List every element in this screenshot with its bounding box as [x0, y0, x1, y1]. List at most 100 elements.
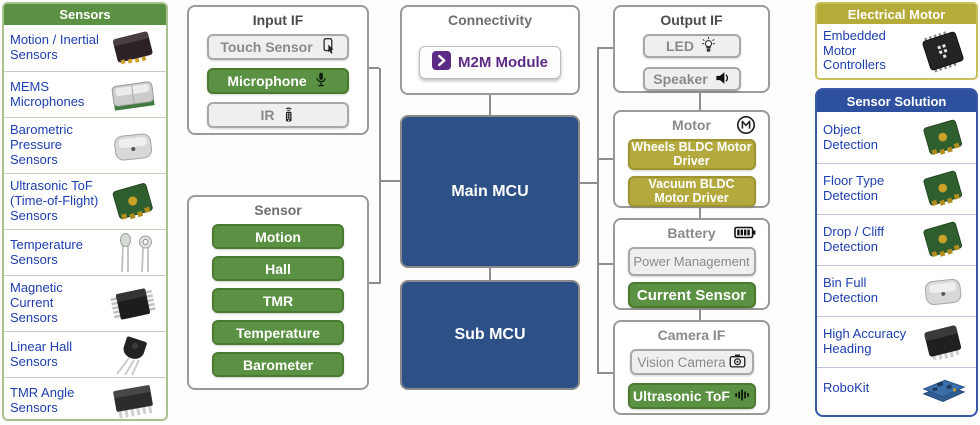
sensor-solution-header: Sensor Solution — [817, 90, 976, 112]
ultrasonic-tof-button[interactable]: Ultrasonic ToF — [627, 383, 756, 409]
black-tdk-chip-image — [914, 321, 972, 363]
current-sensor-button[interactable]: Current Sensor — [627, 282, 756, 308]
sensor-item-label: Linear Hall Sensors — [10, 338, 73, 369]
vacuum-bldc-label: Vacuum BLDC Motor Driver — [648, 176, 735, 205]
electrical-motor-panel: Electrical Motor Embedded Motor Controll… — [815, 2, 978, 80]
list-item[interactable]: Floor Type Detection — [817, 163, 976, 214]
microphone-label: Microphone — [227, 73, 307, 89]
microphone-button[interactable]: Microphone — [207, 68, 349, 94]
speaker-label: Speaker — [653, 71, 708, 87]
sensor-item-label: Temperature Sensors — [10, 236, 83, 267]
connector-line — [599, 263, 613, 265]
connector-line — [379, 68, 381, 284]
speaker-button[interactable]: Speaker — [642, 67, 741, 91]
battery-icon — [734, 226, 756, 244]
sub-mcu-label: Sub MCU — [454, 326, 526, 343]
ir-button[interactable]: IR — [207, 102, 349, 128]
connector-line — [367, 282, 379, 284]
temperature-button[interactable]: Temperature — [212, 320, 344, 345]
electrical-motor-header: Electrical Motor — [817, 4, 976, 24]
main-mcu-block[interactable]: Main MCU — [400, 115, 580, 268]
input-if-box: Input IF Touch Sensor Microphone IR — [187, 5, 369, 135]
battery-box: Battery Power Management Current Sensor — [613, 218, 770, 310]
connector-line — [597, 47, 599, 374]
black-qfn-chip-image — [914, 28, 972, 74]
connector-line — [599, 372, 613, 374]
m2m-module-label: M2M Module — [458, 54, 548, 71]
list-item[interactable]: Magnetic Current Sensors — [4, 275, 166, 331]
temperature-label: Temperature — [236, 324, 320, 341]
silver-mems-chip-image — [104, 74, 162, 116]
sub-mcu-block[interactable]: Sub MCU — [400, 280, 580, 390]
list-item[interactable]: Bin Full Detection — [817, 265, 976, 316]
wheels-bldc-motor-driver-button[interactable]: Wheels BLDC Motor Driver — [627, 139, 756, 170]
sensor-item-label: Barometric Pressure Sensors — [10, 122, 73, 167]
sensor-item-label: TMR Angle Sensors — [10, 384, 75, 415]
led-button[interactable]: LED — [642, 34, 741, 58]
solution-item-label: High Accuracy Heading — [823, 326, 907, 356]
led-label: LED — [666, 38, 694, 54]
sensor-item-label: Ultrasonic ToF (Time-of-Flight) Sensors — [10, 178, 99, 223]
m2m-module-button[interactable]: M2M Module — [419, 46, 561, 79]
power-management-button[interactable]: Power Management — [627, 247, 756, 277]
sensor-solution-panel: Sensor Solution Object Detection Floor T… — [815, 88, 978, 417]
touch-icon — [319, 37, 336, 57]
connector-line — [699, 93, 701, 110]
sensor-item-label: Motion / Inertial Sensors — [10, 32, 99, 62]
ir-label: IR — [260, 107, 275, 123]
connector-line — [699, 310, 701, 320]
hall-label: Hall — [265, 260, 291, 277]
list-item[interactable]: Object Detection — [817, 112, 976, 163]
output-if-title: Output IF — [660, 12, 723, 28]
touch-sensor-button[interactable]: Touch Sensor — [207, 34, 349, 60]
speaker-icon — [714, 70, 730, 89]
electrical-motor-title: Electrical Motor — [847, 6, 946, 22]
list-item[interactable]: Embedded Motor Controllers — [817, 24, 976, 78]
black-soic-chip-image — [104, 283, 162, 325]
to92-package-image — [104, 334, 162, 376]
blue-pcb-board-image — [914, 368, 972, 410]
connector-line — [489, 95, 491, 115]
vision-camera-button[interactable]: Vision Camera — [629, 349, 754, 375]
list-item[interactable]: Motion / Inertial Sensors — [4, 25, 166, 71]
list-item[interactable]: RoboKit — [817, 367, 976, 409]
sensors-panel: Sensors Motion / Inertial Sensors MEMS M… — [2, 2, 168, 421]
list-item[interactable]: TMR Angle Sensors — [4, 377, 166, 423]
vacuum-bldc-motor-driver-button[interactable]: Vacuum BLDC Motor Driver — [627, 176, 756, 207]
tmr-button[interactable]: TMR — [212, 288, 344, 313]
embedded-motor-controllers-label: Embedded Motor Controllers — [823, 27, 886, 73]
remote-icon — [281, 105, 296, 126]
solution-item-label: Bin Full Detection — [823, 275, 878, 305]
list-item[interactable]: Ultrasonic ToF (Time-of-Flight) Sensors — [4, 173, 166, 229]
microphone-icon — [313, 71, 329, 91]
camera-if-title: Camera IF — [657, 327, 726, 343]
list-item[interactable]: Barometric Pressure Sensors — [4, 117, 166, 173]
motion-label: Motion — [255, 228, 301, 245]
connector-line — [489, 268, 491, 280]
sonar-icon — [734, 387, 750, 406]
green-pcb-chip-image — [914, 117, 972, 159]
ultrasonic-tof-label: Ultrasonic ToF — [633, 388, 730, 404]
main-mcu-label: Main MCU — [451, 182, 529, 200]
vision-camera-label: Vision Camera — [637, 354, 726, 370]
barometer-button[interactable]: Barometer — [212, 352, 344, 377]
solution-item-label: Object Detection — [823, 121, 878, 152]
list-item[interactable]: MEMS Microphones — [4, 71, 166, 117]
list-item[interactable]: Linear Hall Sensors — [4, 331, 166, 377]
hall-button[interactable]: Hall — [212, 256, 344, 281]
list-item[interactable]: Drop / Cliff Detection — [817, 214, 976, 265]
green-pcb-chip-image — [104, 181, 162, 223]
black-tssop-chip-image — [104, 380, 162, 422]
camera-if-box: Camera IF Vision Camera Ultrasonic ToF — [613, 320, 770, 415]
green-pcb-chip-image — [914, 219, 972, 261]
list-item[interactable]: Temperature Sensors — [4, 229, 166, 275]
connector-line — [580, 182, 597, 184]
list-item[interactable]: High Accuracy Heading — [817, 316, 976, 367]
thermistor-pair-image — [104, 232, 162, 274]
connector-line — [381, 180, 400, 182]
silver-dome-chip-image — [104, 125, 162, 167]
motion-button[interactable]: Motion — [212, 224, 344, 249]
barometer-label: Barometer — [242, 356, 314, 373]
led-icon — [700, 36, 717, 56]
